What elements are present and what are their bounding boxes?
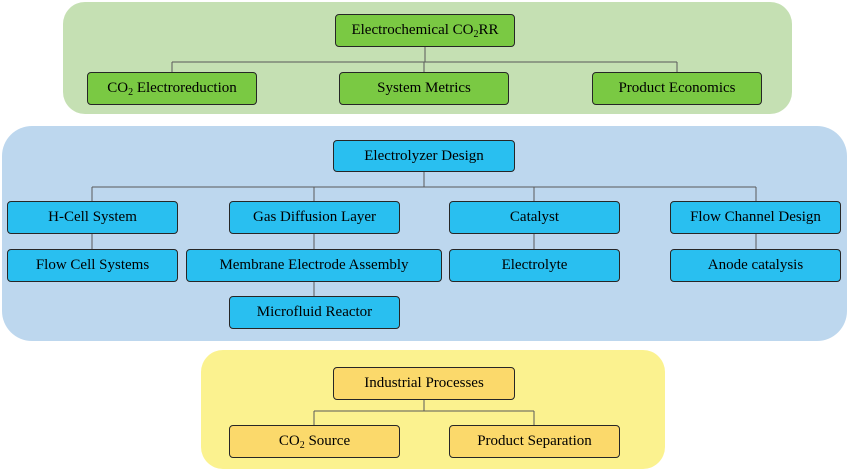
product-economics-label: Product Economics [618,80,736,96]
co2-electroreduction-label: CO2 Electroreduction [107,80,237,98]
electrolyte-label: Electrolyte [501,257,568,273]
h-cell-system-node[interactable]: H-Cell System [7,201,178,234]
electrolyte-node[interactable]: Electrolyte [449,249,620,282]
flow-channel-design-label: Flow Channel Design [690,209,821,225]
gas-diffusion-layer-label: Gas Diffusion Layer [252,209,377,225]
product-separation-node[interactable]: Product Separation [449,425,620,458]
product-separation-label: Product Separation [477,433,592,449]
flow-cell-systems-node[interactable]: Flow Cell Systems [7,249,178,282]
anode-catalysis-label: Anode catalysis [707,257,804,273]
product-economics-node[interactable]: Product Economics [592,72,762,105]
gas-diffusion-layer-node[interactable]: Gas Diffusion Layer [229,201,400,234]
microfluid-reactor-node[interactable]: Microfluid Reactor [229,296,400,329]
co2-source-label: CO2 Source [278,433,351,451]
co2-electroreduction-node[interactable]: CO2 Electroreduction [87,72,257,105]
system-metrics-label: System Metrics [377,80,471,96]
system-metrics-node[interactable]: System Metrics [339,72,509,105]
electrolyzer-design-node[interactable]: Electrolyzer Design [333,140,515,172]
electrochemical-co2rr-label: Electrochemical CO2RR [351,22,499,40]
membrane-electrode-assembly-node[interactable]: Membrane Electrode Assembly [186,249,442,282]
catalyst-label: Catalyst [509,209,560,225]
catalyst-node[interactable]: Catalyst [449,201,620,234]
electrochemical-co2rr-node[interactable]: Electrochemical CO2RR [335,14,515,47]
microfluid-reactor-label: Microfluid Reactor [256,304,373,320]
membrane-electrode-assembly-label: Membrane Electrode Assembly [219,257,409,273]
flow-channel-design-node[interactable]: Flow Channel Design [670,201,841,234]
electrolyzer-design-label: Electrolyzer Design [364,147,484,164]
co2-source-node[interactable]: CO2 Source [229,425,400,458]
industrial-processes-node[interactable]: Industrial Processes [333,367,515,400]
h-cell-system-label: H-Cell System [48,209,137,225]
anode-catalysis-node[interactable]: Anode catalysis [670,249,841,282]
industrial-processes-label: Industrial Processes [364,375,484,391]
flow-cell-systems-label: Flow Cell Systems [35,257,150,273]
